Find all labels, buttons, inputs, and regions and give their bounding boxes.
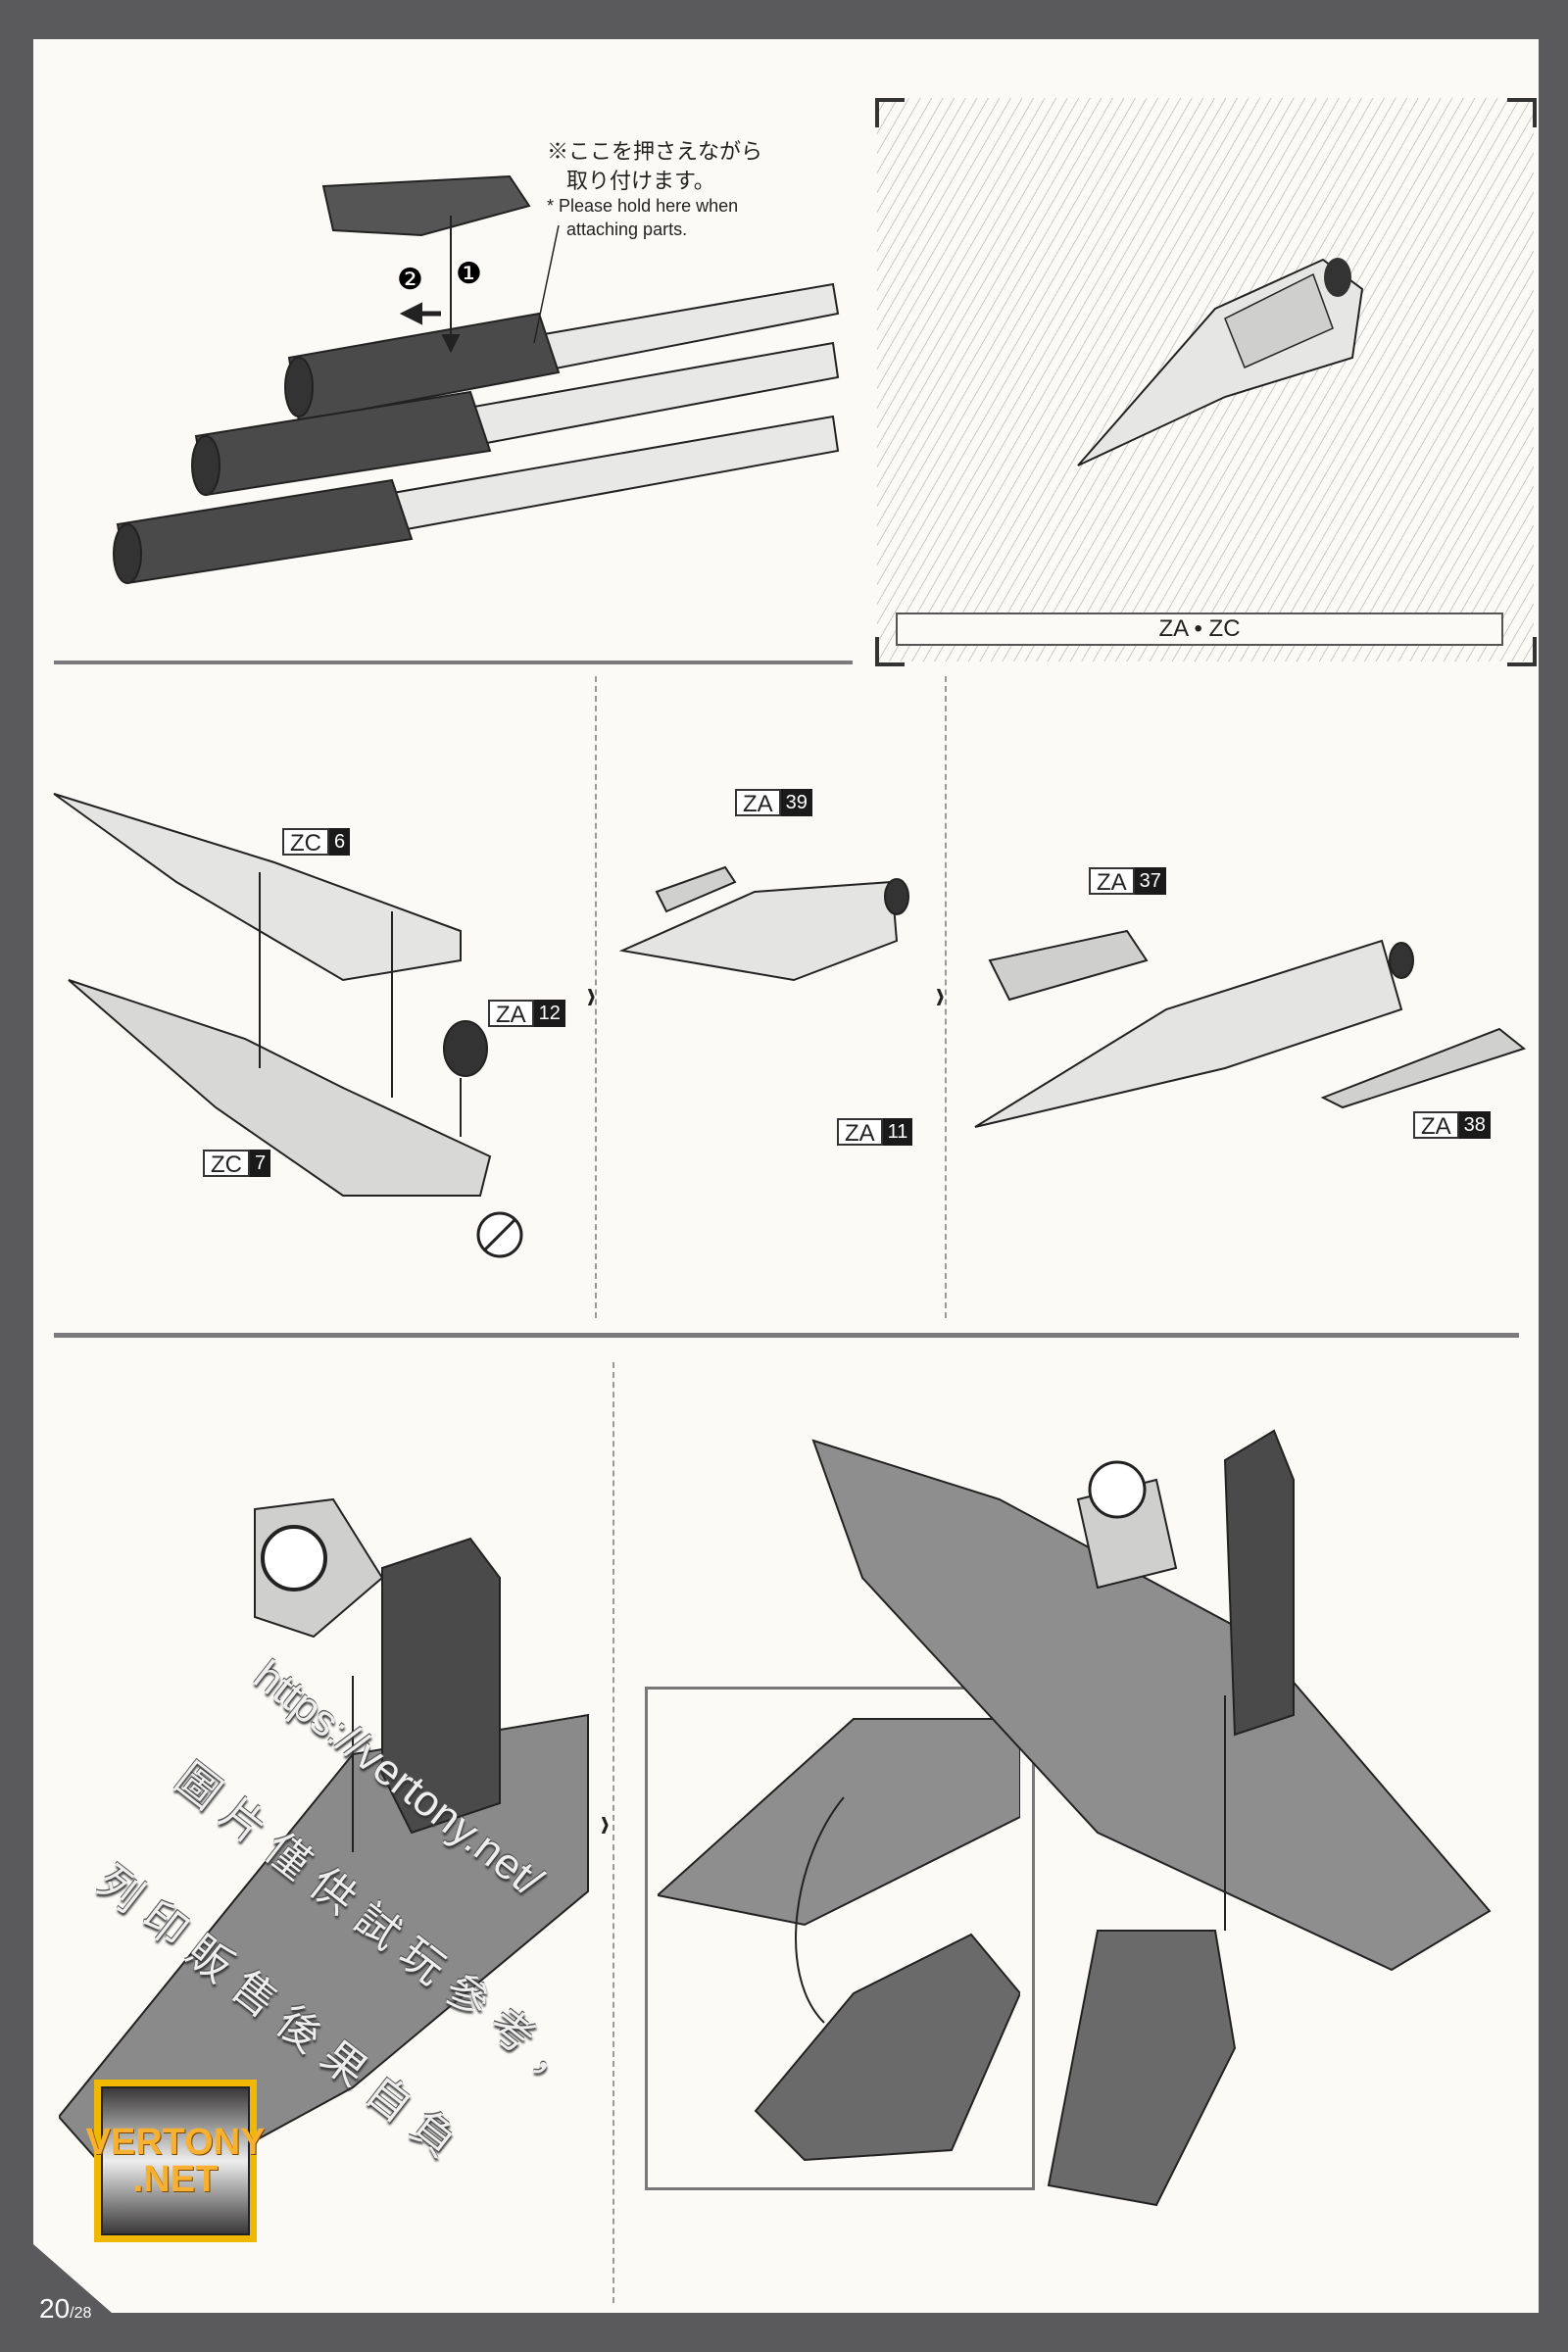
detail-inset bbox=[645, 1687, 1035, 2190]
note-jp-line2: 取り付けます。 bbox=[566, 168, 715, 193]
runner-set-label: ZA • ZC bbox=[896, 612, 1503, 646]
vertony-logo: VERTONY.NET bbox=[86, 2080, 266, 2242]
note-en-line1: * Please hold here when bbox=[547, 196, 739, 217]
corner-mark bbox=[1507, 98, 1537, 127]
completed-unit-illustration bbox=[811, 1429, 1492, 2207]
page-number: 20/28 bbox=[39, 2293, 92, 2324]
inset-detail-illustration bbox=[658, 1718, 1020, 2162]
next-step-chevron: › bbox=[600, 1798, 610, 1846]
corner-mark bbox=[875, 637, 905, 666]
page-corner-tab bbox=[33, 2244, 112, 2313]
logo-line1: VERTONY bbox=[85, 2122, 266, 2163]
cannon-illustration bbox=[113, 174, 840, 585]
logo-line2: .NET bbox=[132, 2159, 219, 2200]
step-divider bbox=[945, 676, 947, 1318]
step-divider bbox=[595, 676, 597, 1318]
step-assembly-illustration bbox=[618, 865, 909, 982]
note-jp-line1: ※ここを押さえながら bbox=[547, 139, 763, 164]
wing-unit-illustration bbox=[1077, 258, 1364, 466]
step-1-marker: ❶ bbox=[456, 258, 482, 290]
final-wing-illustration bbox=[974, 929, 1527, 1128]
zc-parts-illustration bbox=[53, 793, 523, 1258]
step-divider bbox=[612, 1362, 614, 2303]
corner-mark bbox=[875, 98, 905, 127]
next-step-chevron: › bbox=[935, 970, 945, 1018]
panel-divider bbox=[54, 661, 853, 664]
assembly-note: ※ここを押さえながら 取り付けます。 * Please hold here wh… bbox=[547, 137, 762, 241]
step-2-marker: ❷ bbox=[397, 264, 423, 296]
section-divider bbox=[54, 1333, 1519, 1338]
corner-mark bbox=[1507, 637, 1537, 666]
note-en-line2: attaching parts. bbox=[566, 219, 688, 239]
next-step-chevron: › bbox=[586, 970, 596, 1018]
